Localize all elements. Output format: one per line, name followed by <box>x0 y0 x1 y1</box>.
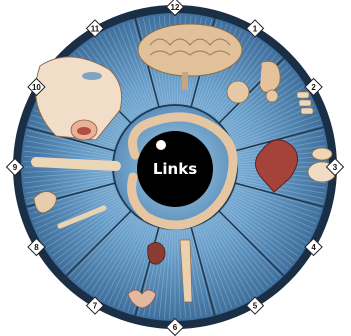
clock-marker-label: 4 <box>311 243 316 252</box>
clock-marker-label: 5 <box>253 302 258 311</box>
clock-marker-label: 1 <box>253 24 258 33</box>
clock-marker-label: 8 <box>34 243 39 252</box>
esophagus-icon <box>36 162 116 166</box>
clock-marker-label: 12 <box>171 3 180 12</box>
clock-marker-label: 11 <box>91 24 100 33</box>
mouth-icon <box>71 120 97 140</box>
clock-marker-label: 6 <box>173 323 178 332</box>
clock-marker-label: 7 <box>93 302 98 311</box>
pupil-highlight <box>156 140 166 150</box>
clock-marker-label: 9 <box>13 163 18 172</box>
center-label: Links <box>153 160 197 178</box>
clock-marker-label: 10 <box>32 83 41 92</box>
clock-marker-label: 3 <box>333 163 338 172</box>
clock-marker-label: 2 <box>311 83 316 92</box>
